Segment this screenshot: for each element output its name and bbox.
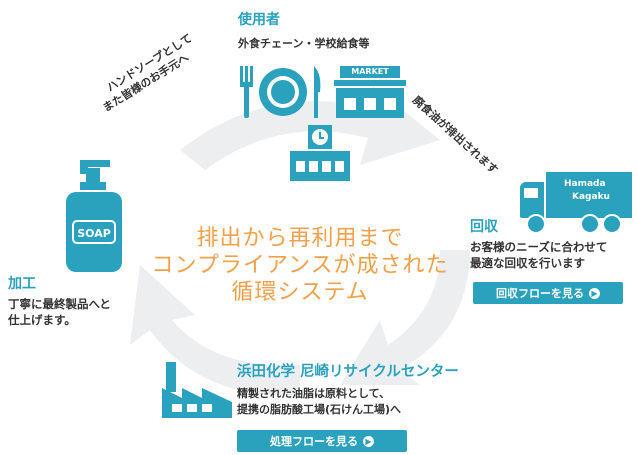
center-line-2: コンプライアンスが成された bbox=[151, 253, 449, 278]
soap-bottle-icon: SOAP bbox=[62, 160, 124, 272]
factory-title: 浜田化学 尼崎リサイクルセンター bbox=[237, 364, 459, 380]
truck-brand-line2: Kagaku bbox=[572, 192, 610, 202]
center-line-3: 循環システム bbox=[231, 280, 369, 305]
process-flow-button-label: 処理フローを見る bbox=[270, 435, 358, 448]
process-desc-line1: 丁寧に最終製品へと bbox=[8, 297, 111, 311]
process-title: 加工 bbox=[8, 276, 36, 292]
collect-desc-line1: お客様のニーズに合わせて bbox=[470, 240, 608, 254]
collect-flow-button-label: 回収フローを見る bbox=[496, 287, 584, 300]
market-icon: MARKET bbox=[334, 66, 406, 118]
plate-icon bbox=[240, 66, 321, 118]
user-desc: 外食チェーン・学校給食等 bbox=[238, 37, 370, 50]
collect-desc: お客様のニーズに合わせて 最適な回収を行います bbox=[470, 239, 607, 271]
collect-flow-button[interactable]: 回収フローを見る ▶ bbox=[473, 282, 623, 304]
factory-desc-line2: 提携の脂肪酸工場(石けん工場)へ bbox=[237, 403, 402, 416]
soap-label: SOAP bbox=[72, 220, 116, 244]
process-desc: 丁寧に最終製品へと 仕上げます。 bbox=[8, 296, 111, 328]
collect-title: 回収 bbox=[470, 219, 498, 235]
play-arrow-icon: ▶ bbox=[589, 287, 600, 299]
factory-desc: 精製された油脂は原料として、 提携の脂肪酸工場(石けん工場)へ bbox=[237, 386, 401, 418]
user-title: 使用者 bbox=[238, 12, 280, 28]
school-icon bbox=[290, 125, 350, 185]
center-line-1: 排出から再利用まで bbox=[196, 226, 404, 251]
process-flow-button[interactable]: 処理フローを見る ▶ bbox=[237, 430, 407, 452]
market-sign: MARKET bbox=[340, 66, 400, 78]
play-arrow-icon: ▶ bbox=[363, 435, 374, 447]
factory-icon bbox=[162, 362, 232, 418]
collect-desc-line2: 最適な回収を行います bbox=[470, 256, 585, 270]
truck-brand-line1: Hamada bbox=[564, 179, 606, 189]
process-desc-line2: 仕上げます。 bbox=[8, 313, 76, 327]
factory-desc-line1: 精製された油脂は原料として、 bbox=[237, 387, 391, 400]
center-caption: 排出から再利用まで コンプライアンスが成された 循環システム bbox=[140, 225, 460, 306]
truck-icon: Hamada Kagaku bbox=[520, 172, 632, 234]
